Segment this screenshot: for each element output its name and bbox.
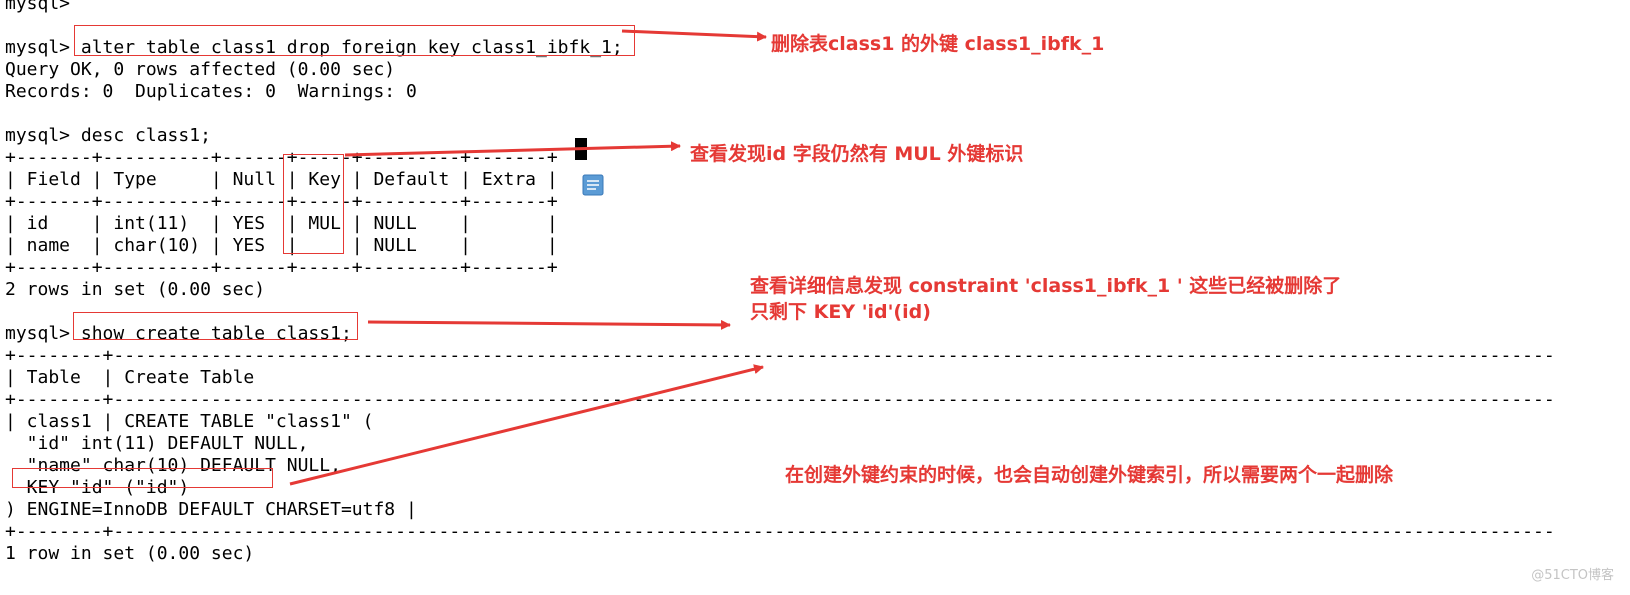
document-icon — [582, 174, 604, 196]
terminal-line: mysql> show create table class1; — [5, 323, 352, 344]
terminal-line: | class1 | CREATE TABLE "class1" ( — [5, 411, 374, 432]
terminal-line: | id | int(11) | YES | MUL | NULL | | — [5, 213, 558, 234]
terminal-line: "id" int(11) DEFAULT NULL, — [5, 433, 309, 454]
watermark: @51CTO博客 — [1531, 568, 1614, 583]
annotation-key-remaining: 只剩下 KEY 'id'(id) — [750, 301, 931, 323]
terminal-line: +-------+----------+------+-----+-------… — [5, 191, 558, 212]
annotation-delete-both: 在创建外键约束的时候，也会自动创建外键索引，所以需要两个一起删除 — [785, 464, 1394, 486]
terminal-line: +--------+------------------------------… — [5, 521, 1555, 542]
annotation-drop-foreign-key: 删除表class1 的外键 class1_ibfk_1 — [771, 33, 1105, 55]
terminal-line — [5, 103, 1555, 125]
terminal-line: +--------+------------------------------… — [5, 389, 1555, 410]
highlight-key-id-line — [12, 468, 273, 488]
annotation-mul-still-present: 查看发现id 字段仍然有 MUL 外键标识 — [690, 143, 1024, 165]
terminal-line: mysql> alter table class1 drop foreign k… — [5, 37, 623, 58]
highlight-show-create-command — [73, 312, 358, 340]
terminal-line: Records: 0 Duplicates: 0 Warnings: 0 — [5, 81, 417, 102]
terminal-line: mysql> desc class1; — [5, 125, 211, 146]
terminal-line: Query OK, 0 rows affected (0.00 sec) — [5, 59, 396, 80]
terminal-line: | Field | Type | Null | Key | Default | … — [5, 169, 558, 190]
terminal-line: +-------+----------+------+-----+-------… — [5, 257, 558, 278]
terminal-line: 2 rows in set (0.00 sec) — [5, 279, 266, 300]
highlight-key-column — [283, 154, 344, 254]
terminal-line: | name | char(10) | YES | | NULL | | — [5, 235, 558, 256]
terminal-line: 1 row in set (0.00 sec) — [5, 543, 255, 564]
highlight-alter-command — [74, 25, 635, 56]
annotation-constraint-removed: 查看详细信息发现 constraint 'class1_ibfk_1 ' 这些已… — [750, 275, 1342, 297]
terminal-line: ) ENGINE=InnoDB DEFAULT CHARSET=utf8 | — [5, 499, 417, 520]
terminal-line: | Table | Create Table — [5, 367, 255, 388]
terminal-line: mysql> — [5, 0, 81, 14]
terminal-line: +--------+------------------------------… — [5, 345, 1555, 366]
terminal-cursor — [575, 138, 587, 160]
